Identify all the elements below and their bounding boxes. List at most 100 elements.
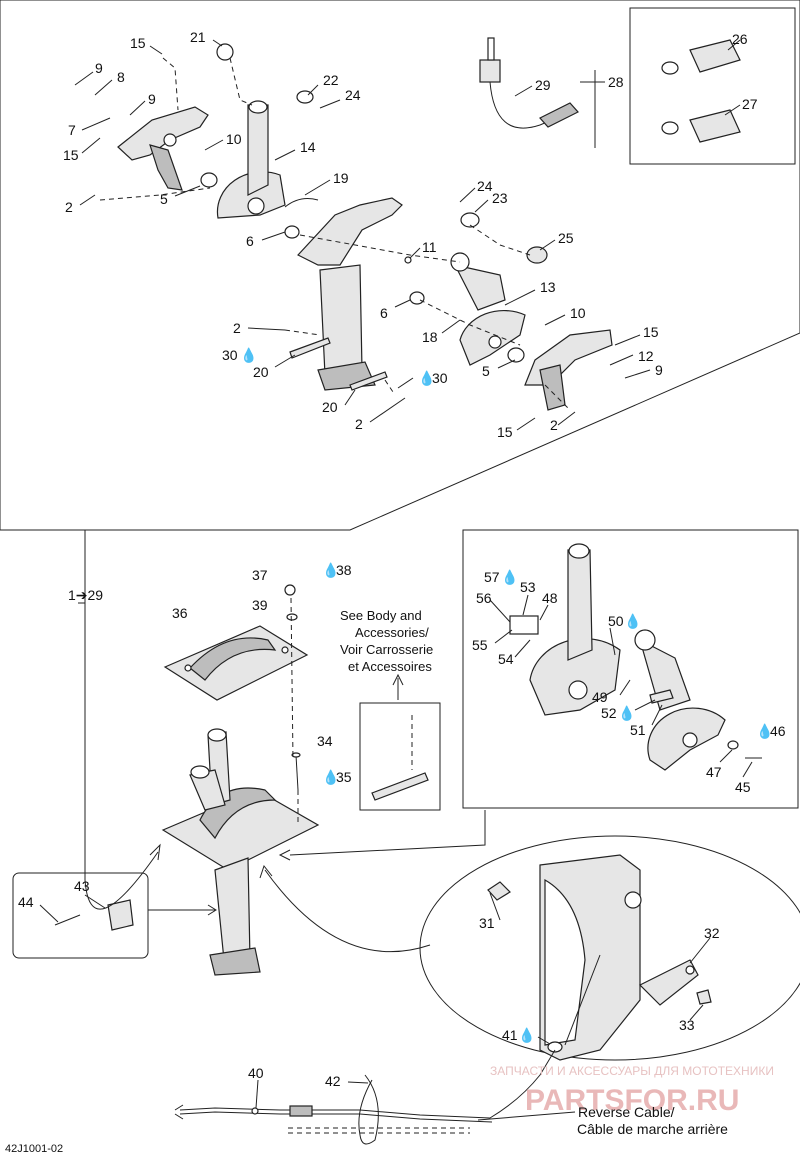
callout-27: 27 bbox=[742, 96, 758, 112]
callout-46: 46 bbox=[770, 723, 786, 739]
screw-head-part-34 bbox=[291, 752, 301, 758]
bracket-left-part bbox=[117, 106, 209, 191]
callout-47: 47 bbox=[706, 764, 722, 780]
callout-49: 49 bbox=[592, 689, 608, 705]
callout-15c: 15 bbox=[643, 324, 659, 340]
screw-part-34 bbox=[295, 754, 299, 791]
callout-55: 55 bbox=[472, 637, 488, 653]
callout-50: 50 bbox=[608, 613, 624, 629]
bushing-part-6-left bbox=[284, 225, 300, 239]
callout-22: 22 bbox=[323, 72, 339, 88]
callout-18: 18 bbox=[422, 329, 438, 345]
callout-23: 23 bbox=[492, 190, 508, 206]
bolt-part-37 bbox=[284, 584, 296, 596]
droplet-46: 💧 bbox=[756, 723, 773, 740]
callout-57: 57 bbox=[484, 569, 500, 585]
callout-6b: 6 bbox=[380, 305, 388, 321]
connector-part-27 bbox=[661, 109, 741, 143]
callout-37: 37 bbox=[252, 567, 268, 583]
reverse-cable-line-1: Reverse Cable/ bbox=[578, 1104, 675, 1120]
callout-52: 52 bbox=[601, 705, 617, 721]
callout-2c: 2 bbox=[355, 416, 363, 432]
droplet-50: 💧 bbox=[624, 613, 641, 630]
washer-part-39 bbox=[286, 613, 298, 621]
callout-38: 38 bbox=[336, 562, 352, 578]
callout-32: 32 bbox=[704, 925, 720, 941]
connector-part-26 bbox=[661, 39, 741, 75]
dashed-assembly-lines-top bbox=[99, 57, 571, 411]
control-assembly-main bbox=[161, 728, 320, 976]
callout-15a: 15 bbox=[130, 35, 146, 51]
callout-5b: 5 bbox=[482, 363, 490, 379]
leader-lines-inset bbox=[489, 594, 753, 778]
callout-53: 53 bbox=[520, 579, 536, 595]
callout-44: 44 bbox=[18, 894, 34, 910]
callout-41: 41 bbox=[502, 1027, 518, 1043]
ring-part-23 bbox=[460, 212, 480, 228]
callout-20a: 20 bbox=[253, 364, 269, 380]
callout-19: 19 bbox=[333, 170, 349, 186]
bushing-part-5-left bbox=[200, 172, 218, 188]
figure-id: 42J1001-02 bbox=[5, 1143, 63, 1155]
callout-34: 34 bbox=[317, 733, 333, 749]
top-section-frame bbox=[0, 0, 800, 531]
watermark-line-2: PARTSFOR.RU bbox=[525, 1084, 739, 1117]
callout-2a: 2 bbox=[65, 199, 73, 215]
callout-56: 56 bbox=[476, 590, 492, 606]
see-body-line-1: See Body and bbox=[340, 608, 422, 623]
callout-31: 31 bbox=[479, 915, 495, 931]
see-body-line-4: et Accessoires bbox=[348, 659, 432, 674]
callout-14: 14 bbox=[300, 139, 316, 155]
callout-2b: 2 bbox=[233, 320, 241, 336]
callout-21: 21 bbox=[190, 29, 206, 45]
clip-part-19 bbox=[284, 198, 319, 208]
inset-frame-43-44 bbox=[12, 872, 149, 959]
reverse-cable-leader bbox=[477, 1111, 576, 1121]
callout-39: 39 bbox=[252, 597, 268, 613]
callout-15d: 15 bbox=[497, 424, 513, 440]
callout-8: 8 bbox=[117, 69, 125, 85]
inset-frame-48-57 bbox=[462, 529, 799, 809]
callout-labels: 15 21 9 8 9 7 15 10 14 5 2 19 6 22 24 11… bbox=[5, 29, 786, 1155]
console-cover-part-36 bbox=[163, 625, 309, 701]
callout-13: 13 bbox=[540, 279, 556, 295]
bushing-part-6-right bbox=[409, 291, 425, 305]
callout-25: 25 bbox=[558, 230, 574, 246]
plate-part-20-left bbox=[289, 337, 331, 359]
reverse-cable-part-40 bbox=[174, 1049, 556, 1123]
see-body-line-3: Voir Carrosserie bbox=[340, 642, 433, 657]
callout-26: 26 bbox=[732, 31, 748, 47]
callout-40: 40 bbox=[248, 1065, 264, 1081]
droplet-35: 💧 bbox=[322, 769, 339, 786]
callout-28: 28 bbox=[608, 74, 624, 90]
plate-part-20-right bbox=[349, 371, 388, 391]
control-bracket-center bbox=[297, 197, 403, 391]
callout-10a: 10 bbox=[226, 131, 242, 147]
callout-2d: 2 bbox=[550, 417, 558, 433]
callout-33: 33 bbox=[679, 1017, 695, 1033]
lever-assembly-inset bbox=[509, 543, 762, 771]
callout-11: 11 bbox=[422, 239, 437, 255]
droplet-30a: 💧 bbox=[240, 347, 257, 364]
callout-51: 51 bbox=[630, 722, 646, 738]
connector-arrows bbox=[78, 530, 486, 953]
cable-tie-part-42 bbox=[347, 1074, 379, 1145]
throttle-lever-part-14 bbox=[216, 100, 286, 219]
callout-43: 43 bbox=[74, 878, 90, 894]
reverse-cable-line-2: Câble de marche arrière bbox=[577, 1121, 728, 1137]
inset-frame-see-body bbox=[359, 702, 441, 811]
switch-part-29 bbox=[479, 37, 579, 129]
callout-5a: 5 bbox=[160, 191, 168, 207]
callout-30a: 30 bbox=[222, 347, 238, 363]
ring-part-21 bbox=[216, 43, 234, 61]
droplet-38: 💧 bbox=[322, 562, 339, 579]
droplet-52: 💧 bbox=[618, 705, 635, 722]
ball-part-11 bbox=[404, 256, 412, 264]
callout-10b: 10 bbox=[570, 305, 586, 321]
callout-42: 42 bbox=[325, 1073, 341, 1089]
callout-36: 36 bbox=[172, 605, 188, 621]
callout-12: 12 bbox=[638, 348, 654, 364]
callout-24a: 24 bbox=[345, 87, 361, 103]
callout-9b: 9 bbox=[148, 91, 156, 107]
callout-30b: 30 bbox=[432, 370, 448, 386]
